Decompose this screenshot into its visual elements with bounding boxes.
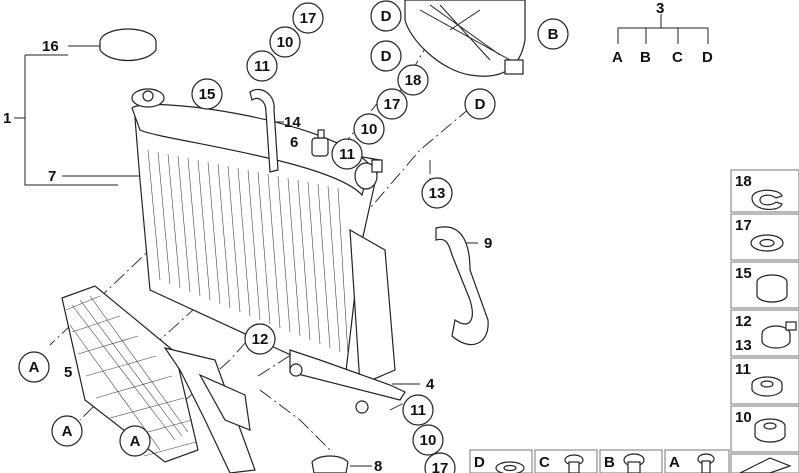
callout-13: 13 — [421, 177, 453, 209]
callout-12: 12 — [244, 323, 276, 355]
callout-bubbles: 17 10 11 15 11 D D B D 18 17 10 13 12 11… — [18, 0, 569, 473]
svg-text:13: 13 — [735, 337, 752, 354]
svg-text:11: 11 — [254, 58, 270, 75]
svg-text:17: 17 — [432, 460, 449, 473]
callout-D2: D — [370, 40, 402, 72]
svg-text:A: A — [62, 423, 73, 440]
svg-text:17: 17 — [384, 96, 401, 113]
bottom-legend-A: A — [664, 449, 730, 473]
svg-text:13: 13 — [429, 185, 446, 202]
svg-text:D: D — [474, 454, 485, 471]
legend-item-18: 18 — [730, 169, 799, 213]
label-8: 8 — [374, 458, 382, 473]
lower-shroud — [163, 347, 349, 473]
legend-item-12-13: 12 13 — [730, 309, 799, 357]
callout-A1: A — [18, 351, 50, 383]
svg-text:D: D — [381, 48, 392, 65]
callout-B: B — [537, 18, 569, 50]
svg-text:A: A — [29, 359, 40, 376]
callout-17b: 17 — [376, 88, 408, 120]
svg-text:10: 10 — [277, 34, 294, 51]
bottom-legend-D: D — [469, 449, 533, 473]
label-3-A: A — [612, 49, 623, 66]
label-7: 7 — [48, 168, 56, 185]
label-3: 3 — [656, 0, 664, 17]
label-3-B: B — [640, 49, 651, 66]
temperature-sensor — [354, 159, 383, 190]
svg-text:D: D — [475, 96, 486, 113]
callout-11c: 11 — [402, 394, 434, 426]
part-labels: 16 1 7 14 9 5 4 8 3 A B C D — [3, 0, 713, 473]
callout-10a: 10 — [269, 26, 301, 58]
svg-text:10: 10 — [361, 121, 378, 138]
svg-text:11: 11 — [735, 361, 751, 378]
legend-panel: 18 17 15 12 13 11 — [730, 169, 799, 473]
svg-text:11: 11 — [339, 146, 355, 163]
callout-11b: 11 — [331, 138, 363, 170]
svg-text:B: B — [604, 454, 615, 471]
legend-corner-box — [730, 453, 799, 473]
svg-text:15: 15 — [735, 265, 752, 282]
overflow-pipe — [249, 88, 279, 173]
callout-10c: 10 — [412, 424, 444, 456]
svg-text:B: B — [548, 26, 559, 43]
temperature-switch — [311, 129, 329, 157]
callout-10b: 10 — [353, 113, 385, 145]
callout-18: 18 — [397, 64, 429, 96]
svg-text:A: A — [669, 454, 680, 471]
svg-text:15: 15 — [199, 86, 216, 103]
callout-11a: 11 — [246, 50, 278, 82]
legend-item-17: 17 — [730, 213, 799, 261]
label-6: 6 — [290, 134, 298, 151]
bottom-legend-C: C — [534, 449, 598, 473]
callout-D3: D — [464, 88, 496, 120]
label-16: 16 — [42, 38, 59, 55]
coolant-hose — [435, 226, 489, 346]
svg-text:17: 17 — [735, 217, 752, 234]
svg-text:10: 10 — [735, 409, 752, 426]
legend-item-15: 15 — [730, 261, 799, 309]
label-3-D: D — [702, 49, 713, 66]
label-14: 14 — [284, 114, 301, 131]
callout-A2: A — [51, 415, 83, 447]
label-3-C: C — [672, 49, 683, 66]
filler-neck — [131, 88, 165, 108]
svg-text:18: 18 — [405, 72, 422, 89]
svg-text:10: 10 — [420, 432, 437, 449]
bottom-legend: D C B A — [469, 449, 730, 473]
svg-text:A: A — [130, 433, 141, 450]
legend-item-10: 10 — [730, 405, 799, 453]
svg-text:C: C — [539, 454, 550, 471]
callout-17a: 17 — [292, 2, 324, 34]
svg-text:11: 11 — [410, 402, 426, 419]
callout-15: 15 — [191, 78, 223, 110]
svg-text:18: 18 — [735, 173, 752, 190]
svg-text:17: 17 — [300, 10, 317, 27]
label-5: 5 — [64, 364, 72, 381]
label-9: 9 — [484, 235, 492, 252]
callout-D1: D — [370, 0, 402, 32]
callout-A3: A — [119, 425, 151, 457]
callout-17c: 17 — [424, 452, 456, 473]
label-1: 1 — [3, 110, 11, 127]
bottom-legend-B: B — [599, 449, 663, 473]
legend-item-11: 11 — [730, 357, 799, 405]
radiator-grille — [61, 285, 199, 463]
label-4: 4 — [426, 376, 435, 393]
fan — [404, 0, 526, 77]
svg-text:D: D — [381, 8, 392, 25]
svg-text:12: 12 — [252, 331, 269, 348]
svg-text:12: 12 — [735, 313, 752, 330]
filler-cap — [99, 28, 157, 61]
